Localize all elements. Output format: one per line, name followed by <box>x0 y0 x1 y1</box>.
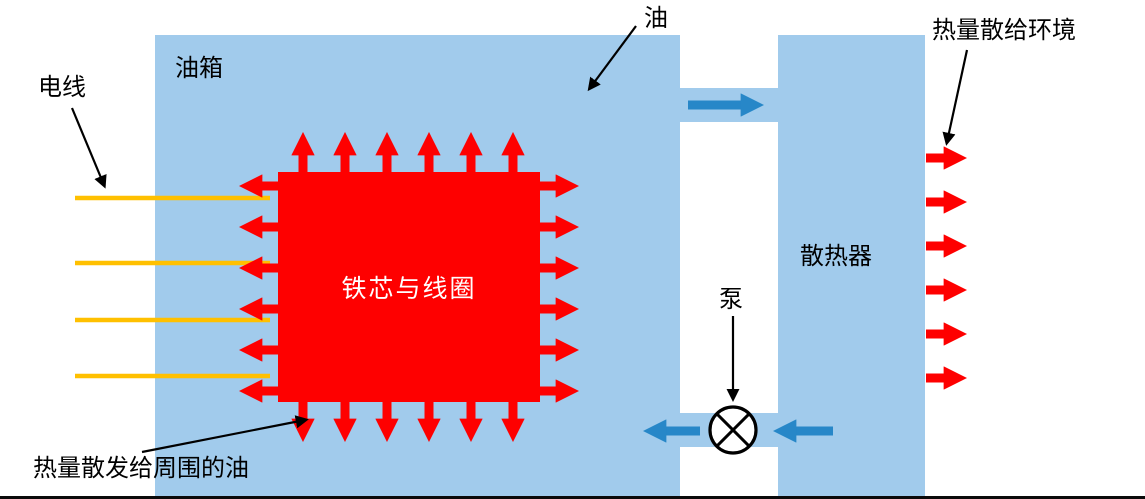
pump-label: 泵 <box>719 287 743 313</box>
core-coil-block: 铁芯与线圈 <box>278 172 540 402</box>
heat-arrows-right <box>538 174 580 403</box>
heat-arrows-bottom <box>291 401 525 443</box>
annotation-arrows <box>70 25 969 454</box>
pump-icon <box>708 405 758 455</box>
radiator-body <box>778 35 925 499</box>
wire-label: 电线 <box>38 75 86 101</box>
pump-x-line <box>715 412 751 448</box>
heat-env-pointer-arrow <box>942 49 969 146</box>
oil-flow-arrows <box>642 93 833 443</box>
heat-arrows-radiator <box>926 146 968 390</box>
wire-pointer-arrow <box>70 107 107 189</box>
oil-label: 油 <box>644 6 668 32</box>
core-coil-label: 铁芯与线圈 <box>341 276 477 303</box>
radiator-label: 散热器 <box>800 244 872 270</box>
heat-to-env-label: 热量散给环境 <box>932 18 1076 44</box>
heat-arrows-left <box>238 174 280 403</box>
bottom-border-line <box>0 496 1145 499</box>
oil-tank-label: 油箱 <box>175 56 223 82</box>
heat-to-oil-label: 热量散发给周围的油 <box>33 456 249 482</box>
heat-arrows-top <box>291 131 525 173</box>
heat-oil-pointer-arrow <box>141 415 309 454</box>
oil-pointer-arrow <box>587 25 637 92</box>
supply-wires <box>75 195 270 379</box>
